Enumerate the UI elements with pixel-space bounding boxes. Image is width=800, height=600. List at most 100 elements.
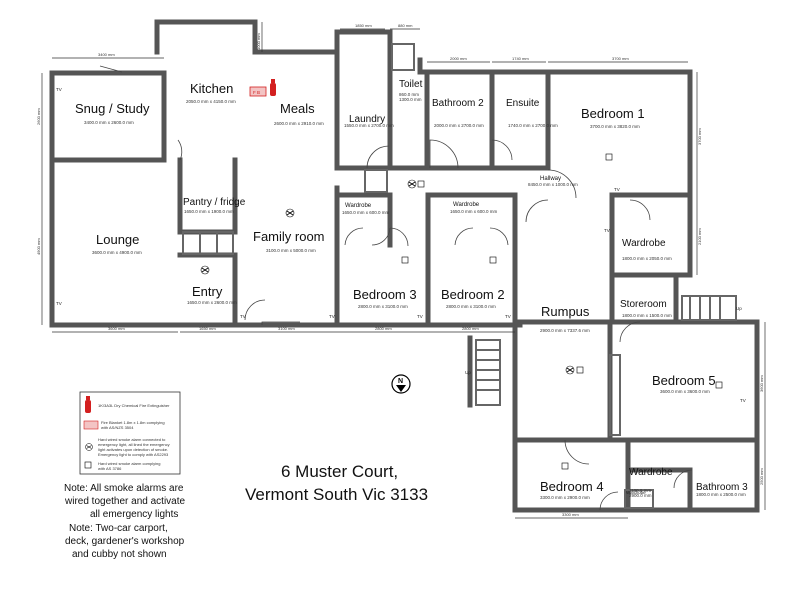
legend-smoke-alarm-icon [84, 461, 92, 469]
notes: Note: All smoke alarms are wired togethe… [64, 483, 186, 560]
fire-extinguisher-icon [270, 79, 276, 96]
north-label: N [398, 378, 403, 385]
room-bed4-dims: 3300.0 mm x 2900.0 mm [540, 495, 590, 500]
legend-blanket-text: Fire Blanket 1.8m x 1.8m complying [101, 420, 165, 425]
legend-exit-light-icon [85, 443, 93, 451]
room-lounge-dims: 3600.0 mm x 4900.0 mm [92, 250, 142, 255]
legend-smoke-alarm-text: Hard wired smoke alarm complying [98, 461, 160, 466]
stair-up-label: Up [465, 370, 471, 375]
smoke-alarm-icon [200, 265, 210, 275]
room-bath2-name: Bathroom 2 [432, 98, 484, 109]
room-rumpus-dims: 2900.0 mm x 7337.6 mm [540, 328, 590, 333]
room-toilet-dims: 860.0 mm [399, 92, 419, 97]
room-pantry-name: Pantry / fridge [183, 197, 246, 208]
legend-extinguisher-text: 1K/3A3L Dry Chemical Fire Extinguisher [98, 403, 170, 408]
room-wardrobe-d-dims-2: 2900.0 mm [629, 493, 652, 498]
stair-up-label: Up [736, 306, 742, 311]
dim-top-toilet: 880 mm [398, 23, 413, 28]
note-line-4: Note: Two-car carport, [69, 523, 168, 534]
smoke-detector-icon [576, 366, 584, 374]
room-wardrobe-c-name: Wardrobe [622, 238, 666, 249]
dim-top-bath2: 2000 mm [450, 56, 467, 61]
tv-label: TV [604, 228, 610, 233]
note-line-3: all emergency lights [90, 509, 178, 520]
dim-bottom-bed3: 2800 mm [375, 326, 392, 331]
room-toilet-name: Toilet [399, 79, 423, 90]
legend-exit-light-text: Hard wired smoke alarm connected to [98, 437, 166, 442]
tv-label: TV [614, 187, 620, 192]
room-wardrobe-a-name: Wardrobe [345, 203, 372, 209]
dim-right-bed1: 3700 mm [697, 128, 702, 145]
fittings [182, 43, 737, 509]
dim-bottom-family: 3100 mm [278, 326, 295, 331]
room-entry-name: Entry [192, 284, 223, 299]
legend-blanket-icon [83, 420, 99, 430]
room-snug-dims: 3400.0 mm x 2600.0 mm [84, 120, 134, 125]
smoke-alarm-icon [565, 365, 575, 375]
smoke-alarm-icon [407, 179, 417, 189]
fire-blanket-label: F B [253, 90, 260, 95]
fire-blanket-icon [249, 86, 267, 97]
address-line-1: 6 Muster Court, [281, 462, 398, 481]
room-wardrobe-a-dims: 1650.0 mm x 600.0 mm [342, 210, 390, 215]
tv-label: TV [240, 314, 246, 319]
room-bed2-name: Bedroom 2 [441, 287, 505, 302]
doors [99, 65, 693, 511]
smoke-detector-icon [417, 180, 425, 188]
legend-exit-light-text-4: Emergency light to comply with AS2293 [98, 452, 169, 457]
smoke-detector-icon [715, 381, 723, 389]
dim-right-bed5: 3600 mm [759, 375, 764, 392]
dimension-texts: 3400 mm 1850 mm 880 mm 2000 mm 1740 mm 3… [36, 23, 764, 517]
legend: 1K/3A3L Dry Chemical Fire Extinguisher F… [79, 391, 181, 475]
room-storeroom-dims: 1800.0 mm x 1500.0 mm [622, 313, 672, 318]
room-ensuite-dims: 1740.0 mm x 2700.0 mm [508, 123, 558, 128]
room-ensuite-name: Ensuite [506, 98, 540, 109]
legend-blanket-text-2: with AS/NZS 3504 [101, 425, 134, 430]
address-line-2: Vermont South Vic 3133 [245, 485, 428, 504]
room-bath3-dims: 1800.0 mm x 2500.0 mm [696, 492, 746, 497]
dim-right-ward: 2100 mm [697, 228, 702, 245]
room-bed3-dims: 2800.0 mm x 3100.0 mm [358, 304, 408, 309]
room-meals-name: Meals [280, 101, 315, 116]
smoke-detector-icon [489, 256, 497, 264]
misc-labels: Up Up TV TV TV TV TV TV TV TV TV [56, 87, 746, 403]
room-wardrobe-b-name: Wardrobe [453, 202, 480, 208]
legend-extinguisher-icon [85, 396, 91, 413]
smoke-detector-icon [401, 256, 409, 264]
dim-right-bath3: 2500 mm [759, 468, 764, 485]
dim-top-laundry: 1850 mm [355, 23, 372, 28]
room-toilet-dims-2: 1300.0 mm [399, 97, 422, 102]
note-line-5: deck, gardener's workshop [65, 536, 185, 547]
room-laundry-name: Laundry [349, 114, 385, 125]
room-hallway-dims: 8450.0 mm x 1000.0 mm [528, 182, 578, 187]
room-bed1-name: Bedroom 1 [581, 106, 645, 121]
dim-left-snug: 2600 mm [36, 108, 41, 125]
room-wardrobe-d-name: Wardrobe [629, 467, 673, 478]
dim-bottom-lounge: 3600 mm [108, 326, 125, 331]
room-bed3-name: Bedroom 3 [353, 287, 417, 302]
room-bed2-dims: 2800.0 mm x 3100.0 mm [446, 304, 496, 309]
note-line-2: wired together and activate [64, 496, 186, 507]
dim-left-lounge: 4900 mm [36, 238, 41, 255]
room-wardrobe-c-dims: 1800.0 mm x 2050.0 mm [622, 256, 672, 261]
room-storeroom-name: Storeroom [620, 299, 667, 310]
tv-label: TV [740, 398, 746, 403]
smoke-alarm-icon [285, 208, 295, 218]
tv-label: TV [56, 301, 62, 306]
address: 6 Muster Court, Vermont South Vic 3133 [245, 462, 428, 504]
room-hallway-name: Hallway [540, 176, 561, 182]
room-rumpus-name: Rumpus [541, 304, 590, 319]
dim-top-snug: 3400 mm [98, 52, 115, 57]
dim-top-bed1: 3700 mm [612, 56, 629, 61]
room-labels: Snug / Study 3400.0 mm x 2600.0 mm Kitch… [75, 79, 748, 500]
tv-label: TV [505, 314, 511, 319]
room-family-dims: 3100.0 mm x 5000.0 mm [266, 248, 316, 253]
room-wardrobe-e-name: Wardrobe [626, 490, 646, 495]
walls [49, 19, 760, 513]
legend-exit-light-text-2: emergency light, all lined the emergency [98, 442, 170, 447]
smoke-detector-icon [561, 462, 569, 470]
room-family-name: Family room [253, 229, 325, 244]
room-kitchen-dims: 2050.0 mm x 4150.0 mm [186, 99, 236, 104]
room-bed4-name: Bedroom 4 [540, 479, 604, 494]
